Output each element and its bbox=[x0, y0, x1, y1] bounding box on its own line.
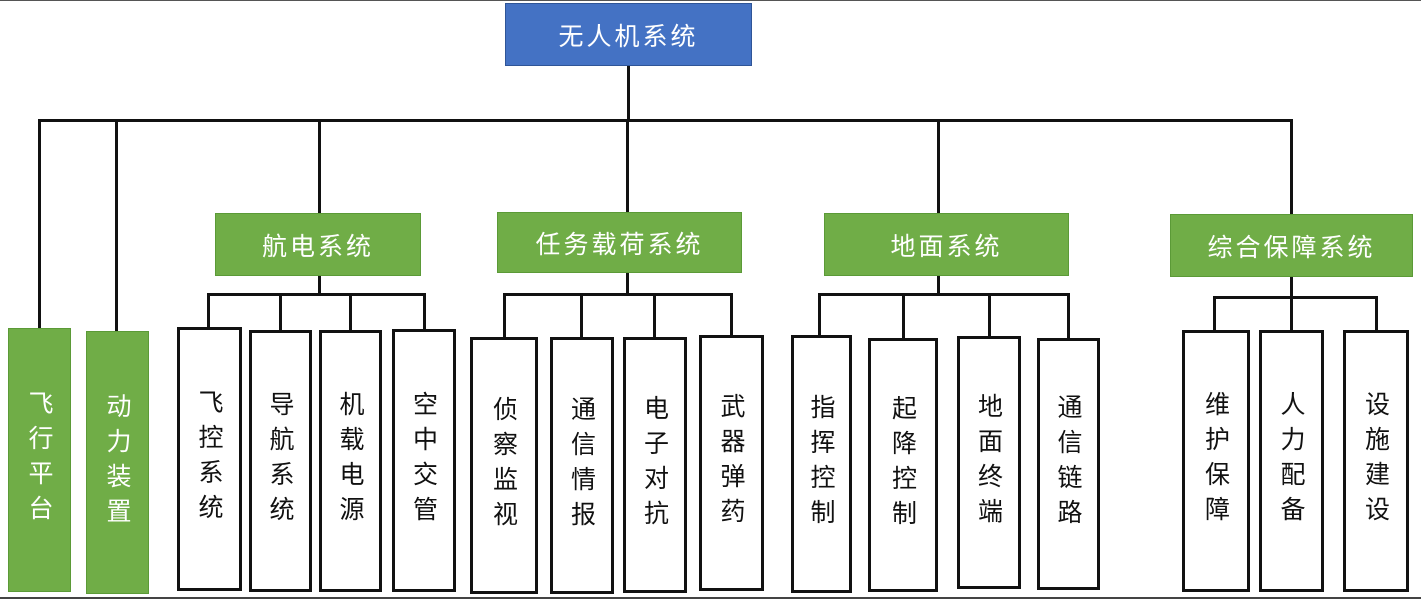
connector-support-leaf-2 bbox=[1290, 296, 1293, 331]
connector-avionics-stem bbox=[318, 276, 321, 295]
root-node: 无人机系统 bbox=[505, 3, 752, 66]
connector-drop-flight-platform bbox=[38, 119, 41, 329]
connector-avionics-leaf-4 bbox=[423, 293, 426, 330]
leaf-label: 起降控制 bbox=[888, 395, 918, 535]
leaf-label: 维护保障 bbox=[1201, 391, 1231, 531]
connector-ground-bus bbox=[818, 293, 1070, 296]
ground-system-group-node: 地面系统 bbox=[824, 213, 1069, 276]
connector-payload-stem bbox=[626, 273, 629, 295]
power-unit-node: 动力装置 bbox=[86, 331, 149, 594]
connector-drop-mission-payload bbox=[626, 119, 629, 213]
leaf-navigation: 导航系统 bbox=[249, 330, 312, 592]
support-system-group-label: 综合保障系统 bbox=[1207, 232, 1376, 262]
ground-system-group-label: 地面系统 bbox=[890, 231, 1003, 261]
leaf-label: 导航系统 bbox=[266, 391, 295, 531]
leaf-label: 机载电源 bbox=[336, 391, 365, 531]
connector-ground-leaf-4 bbox=[1067, 293, 1070, 339]
mission-payload-group-node: 任务载荷系统 bbox=[497, 212, 742, 273]
leaf-label: 设施建设 bbox=[1361, 391, 1391, 531]
leaf-weapons: 武器弹药 bbox=[699, 335, 764, 591]
leaf-flight-control: 飞控系统 bbox=[177, 327, 242, 591]
connector-avionics-leaf-2 bbox=[279, 293, 282, 331]
flight-platform-node: 飞行平台 bbox=[8, 328, 71, 592]
connector-support-leaf-1 bbox=[1213, 296, 1216, 331]
flight-platform-label: 飞行平台 bbox=[25, 390, 54, 530]
connector-payload-bus bbox=[503, 293, 733, 296]
leaf-label: 电子对抗 bbox=[640, 395, 670, 535]
leaf-label: 空中交管 bbox=[409, 390, 439, 531]
leaf-label: 飞控系统 bbox=[195, 389, 224, 529]
leaf-staffing: 人力配备 bbox=[1259, 330, 1324, 592]
connector-root-stem bbox=[627, 66, 630, 122]
connector-avionics-leaf-3 bbox=[349, 293, 352, 331]
leaf-electronic-warfare: 电子对抗 bbox=[623, 337, 687, 593]
connector-avionics-bus bbox=[207, 293, 426, 296]
leaf-label: 侦察监视 bbox=[489, 395, 519, 536]
connector-support-stem bbox=[1290, 277, 1293, 298]
connector-support-bus bbox=[1213, 296, 1378, 299]
support-system-group-node: 综合保障系统 bbox=[1170, 214, 1413, 277]
leaf-label: 通信链路 bbox=[1054, 394, 1083, 534]
connector-payload-leaf-1 bbox=[503, 293, 506, 338]
mission-payload-group-label: 任务载荷系统 bbox=[535, 229, 704, 259]
power-unit-label: 动力装置 bbox=[103, 392, 132, 533]
leaf-reconnaissance: 侦察监视 bbox=[470, 337, 538, 594]
leaf-launch-recovery: 起降控制 bbox=[868, 338, 938, 592]
connector-ground-stem bbox=[937, 276, 940, 295]
connector-payload-leaf-3 bbox=[653, 293, 656, 338]
leaf-air-traffic-control: 空中交管 bbox=[392, 329, 456, 592]
leaf-ground-terminal: 地面终端 bbox=[957, 336, 1021, 589]
connector-drop-avionics bbox=[318, 119, 321, 214]
connector-payload-leaf-2 bbox=[580, 293, 583, 338]
connector-ground-leaf-1 bbox=[818, 293, 821, 336]
connector-drop-ground-system bbox=[937, 119, 940, 214]
connector-ground-leaf-2 bbox=[902, 293, 905, 339]
connector-support-leaf-3 bbox=[1375, 296, 1378, 331]
leaf-label: 指挥控制 bbox=[807, 394, 836, 534]
avionics-group-node: 航电系统 bbox=[215, 213, 421, 276]
avionics-group-label: 航电系统 bbox=[261, 231, 374, 261]
leaf-label: 地面终端 bbox=[974, 392, 1004, 533]
connector-drop-support-system bbox=[1290, 119, 1293, 214]
leaf-label: 人力配备 bbox=[1277, 391, 1306, 531]
leaf-comm-link: 通信链路 bbox=[1037, 338, 1100, 590]
connector-drop-power-unit bbox=[115, 119, 118, 332]
frame-top-border bbox=[0, 0, 1421, 1]
leaf-onboard-power: 机载电源 bbox=[319, 330, 382, 592]
leaf-comm-intelligence: 通信情报 bbox=[550, 337, 614, 594]
leaf-command-control: 指挥控制 bbox=[791, 335, 852, 593]
frame-bottom-border bbox=[0, 597, 1421, 599]
connector-ground-leaf-3 bbox=[988, 293, 991, 337]
leaf-facility-construction: 设施建设 bbox=[1343, 330, 1409, 592]
connector-payload-leaf-4 bbox=[730, 293, 733, 336]
leaf-maintenance: 维护保障 bbox=[1182, 330, 1250, 592]
root-label: 无人机系统 bbox=[558, 21, 699, 51]
leaf-label: 武器弹药 bbox=[717, 393, 746, 533]
connector-avionics-leaf-1 bbox=[207, 293, 210, 328]
connector-top-bus bbox=[38, 119, 1293, 122]
leaf-label: 通信情报 bbox=[567, 395, 597, 536]
